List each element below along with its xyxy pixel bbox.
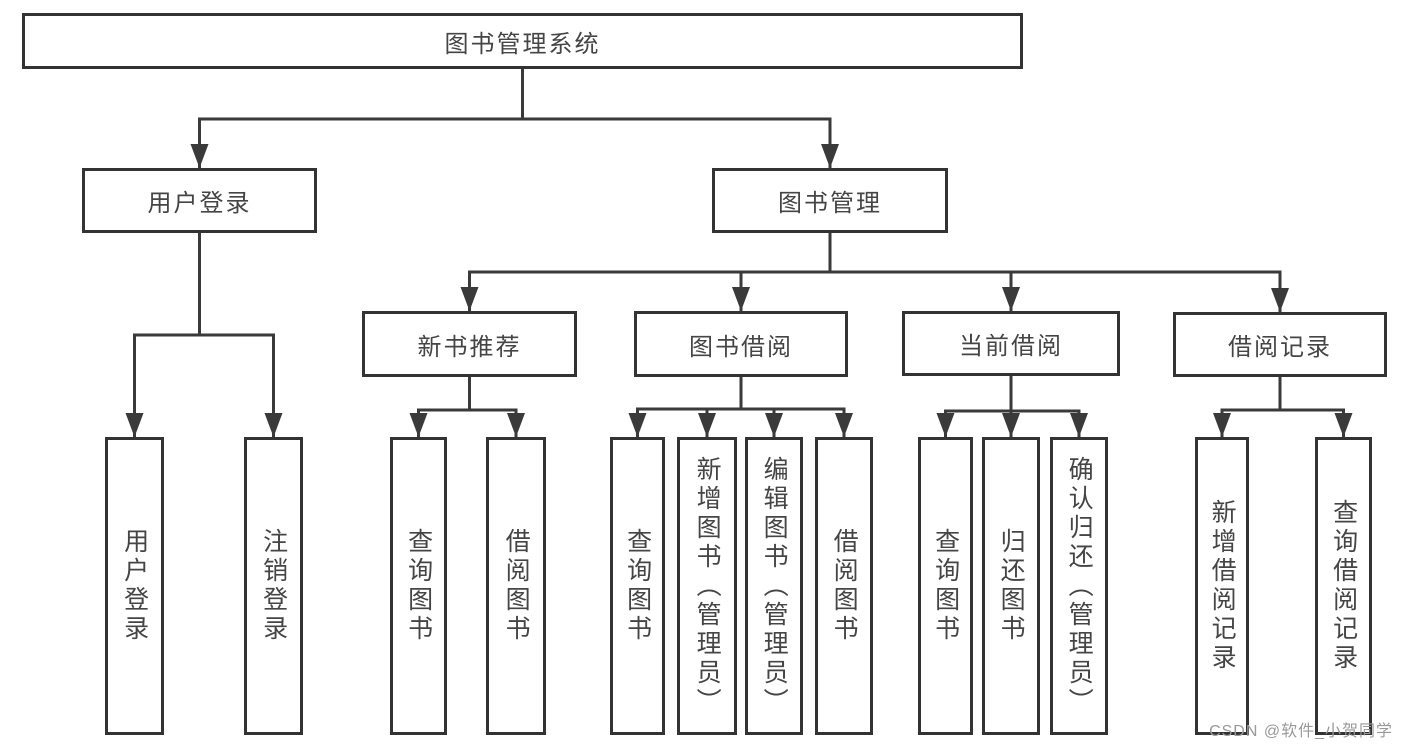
node-add-books-admin: 新增图书（管理员）	[677, 437, 737, 735]
node-add-borrow-record-label: 新增借阅记录	[1208, 499, 1237, 673]
node-new-book-recommendation-label: 新书推荐	[417, 333, 522, 361]
node-confirm-return-admin: 确认归还（管理员）	[1050, 437, 1108, 735]
node-borrowing-records-label: 借阅记录	[1228, 334, 1332, 361]
node-borrow-books-label: 借阅图书	[830, 528, 859, 644]
node-book-management: 图书管理	[712, 168, 948, 233]
csdn-watermark: CSDN @软件_小贺同学	[1209, 723, 1393, 740]
node-user-login: 用户登录	[82, 168, 317, 233]
node-query-borrow-record-label: 查询借阅记录	[1329, 499, 1358, 673]
node-query-books-recommend-label: 查询图书	[404, 528, 433, 644]
node-borrowing-records: 借阅记录	[1173, 312, 1387, 377]
node-user-login-action: 用户登录	[105, 437, 164, 735]
node-borrow-books: 借阅图书	[815, 437, 873, 735]
node-logout-label: 注销登录	[259, 528, 288, 644]
node-confirm-return-admin-label: 确认归还（管理员）	[1065, 455, 1094, 717]
node-user-login-action-label: 用户登录	[120, 528, 149, 644]
node-library-system-label: 图书管理系统	[444, 30, 601, 58]
node-edit-books-admin: 编辑图书（管理员）	[745, 437, 803, 735]
node-library-system: 图书管理系统	[22, 13, 1023, 69]
node-query-borrow-record: 查询借阅记录	[1315, 437, 1372, 735]
node-borrow-books-recommend: 借阅图书	[486, 437, 546, 735]
node-user-login-label: 用户登录	[147, 190, 252, 217]
node-current-borrowing-label: 当前借阅	[959, 333, 1063, 360]
node-query-books-recommend: 查询图书	[390, 437, 447, 735]
node-current-borrowing: 当前借阅	[902, 311, 1120, 376]
node-query-books-current: 查询图书	[918, 437, 973, 735]
node-query-books-borrow: 查询图书	[610, 437, 665, 735]
node-add-books-admin-label: 新增图书（管理员）	[693, 455, 722, 717]
node-return-books: 归还图书	[982, 437, 1040, 735]
node-return-books-label: 归还图书	[997, 528, 1026, 644]
node-book-borrowing: 图书借阅	[634, 311, 848, 377]
node-logout: 注销登录	[244, 437, 303, 735]
node-book-borrowing-label: 图书借阅	[689, 333, 793, 361]
node-edit-books-admin-label: 编辑图书（管理员）	[760, 455, 789, 717]
node-query-books-current-label: 查询图书	[931, 528, 960, 644]
node-new-book-recommendation: 新书推荐	[362, 311, 577, 377]
node-book-management-label: 图书管理	[778, 190, 882, 217]
node-borrow-books-recommend-label: 借阅图书	[502, 528, 531, 644]
node-add-borrow-record: 新增借阅记录	[1195, 437, 1249, 735]
node-query-books-borrow-label: 查询图书	[623, 528, 652, 644]
